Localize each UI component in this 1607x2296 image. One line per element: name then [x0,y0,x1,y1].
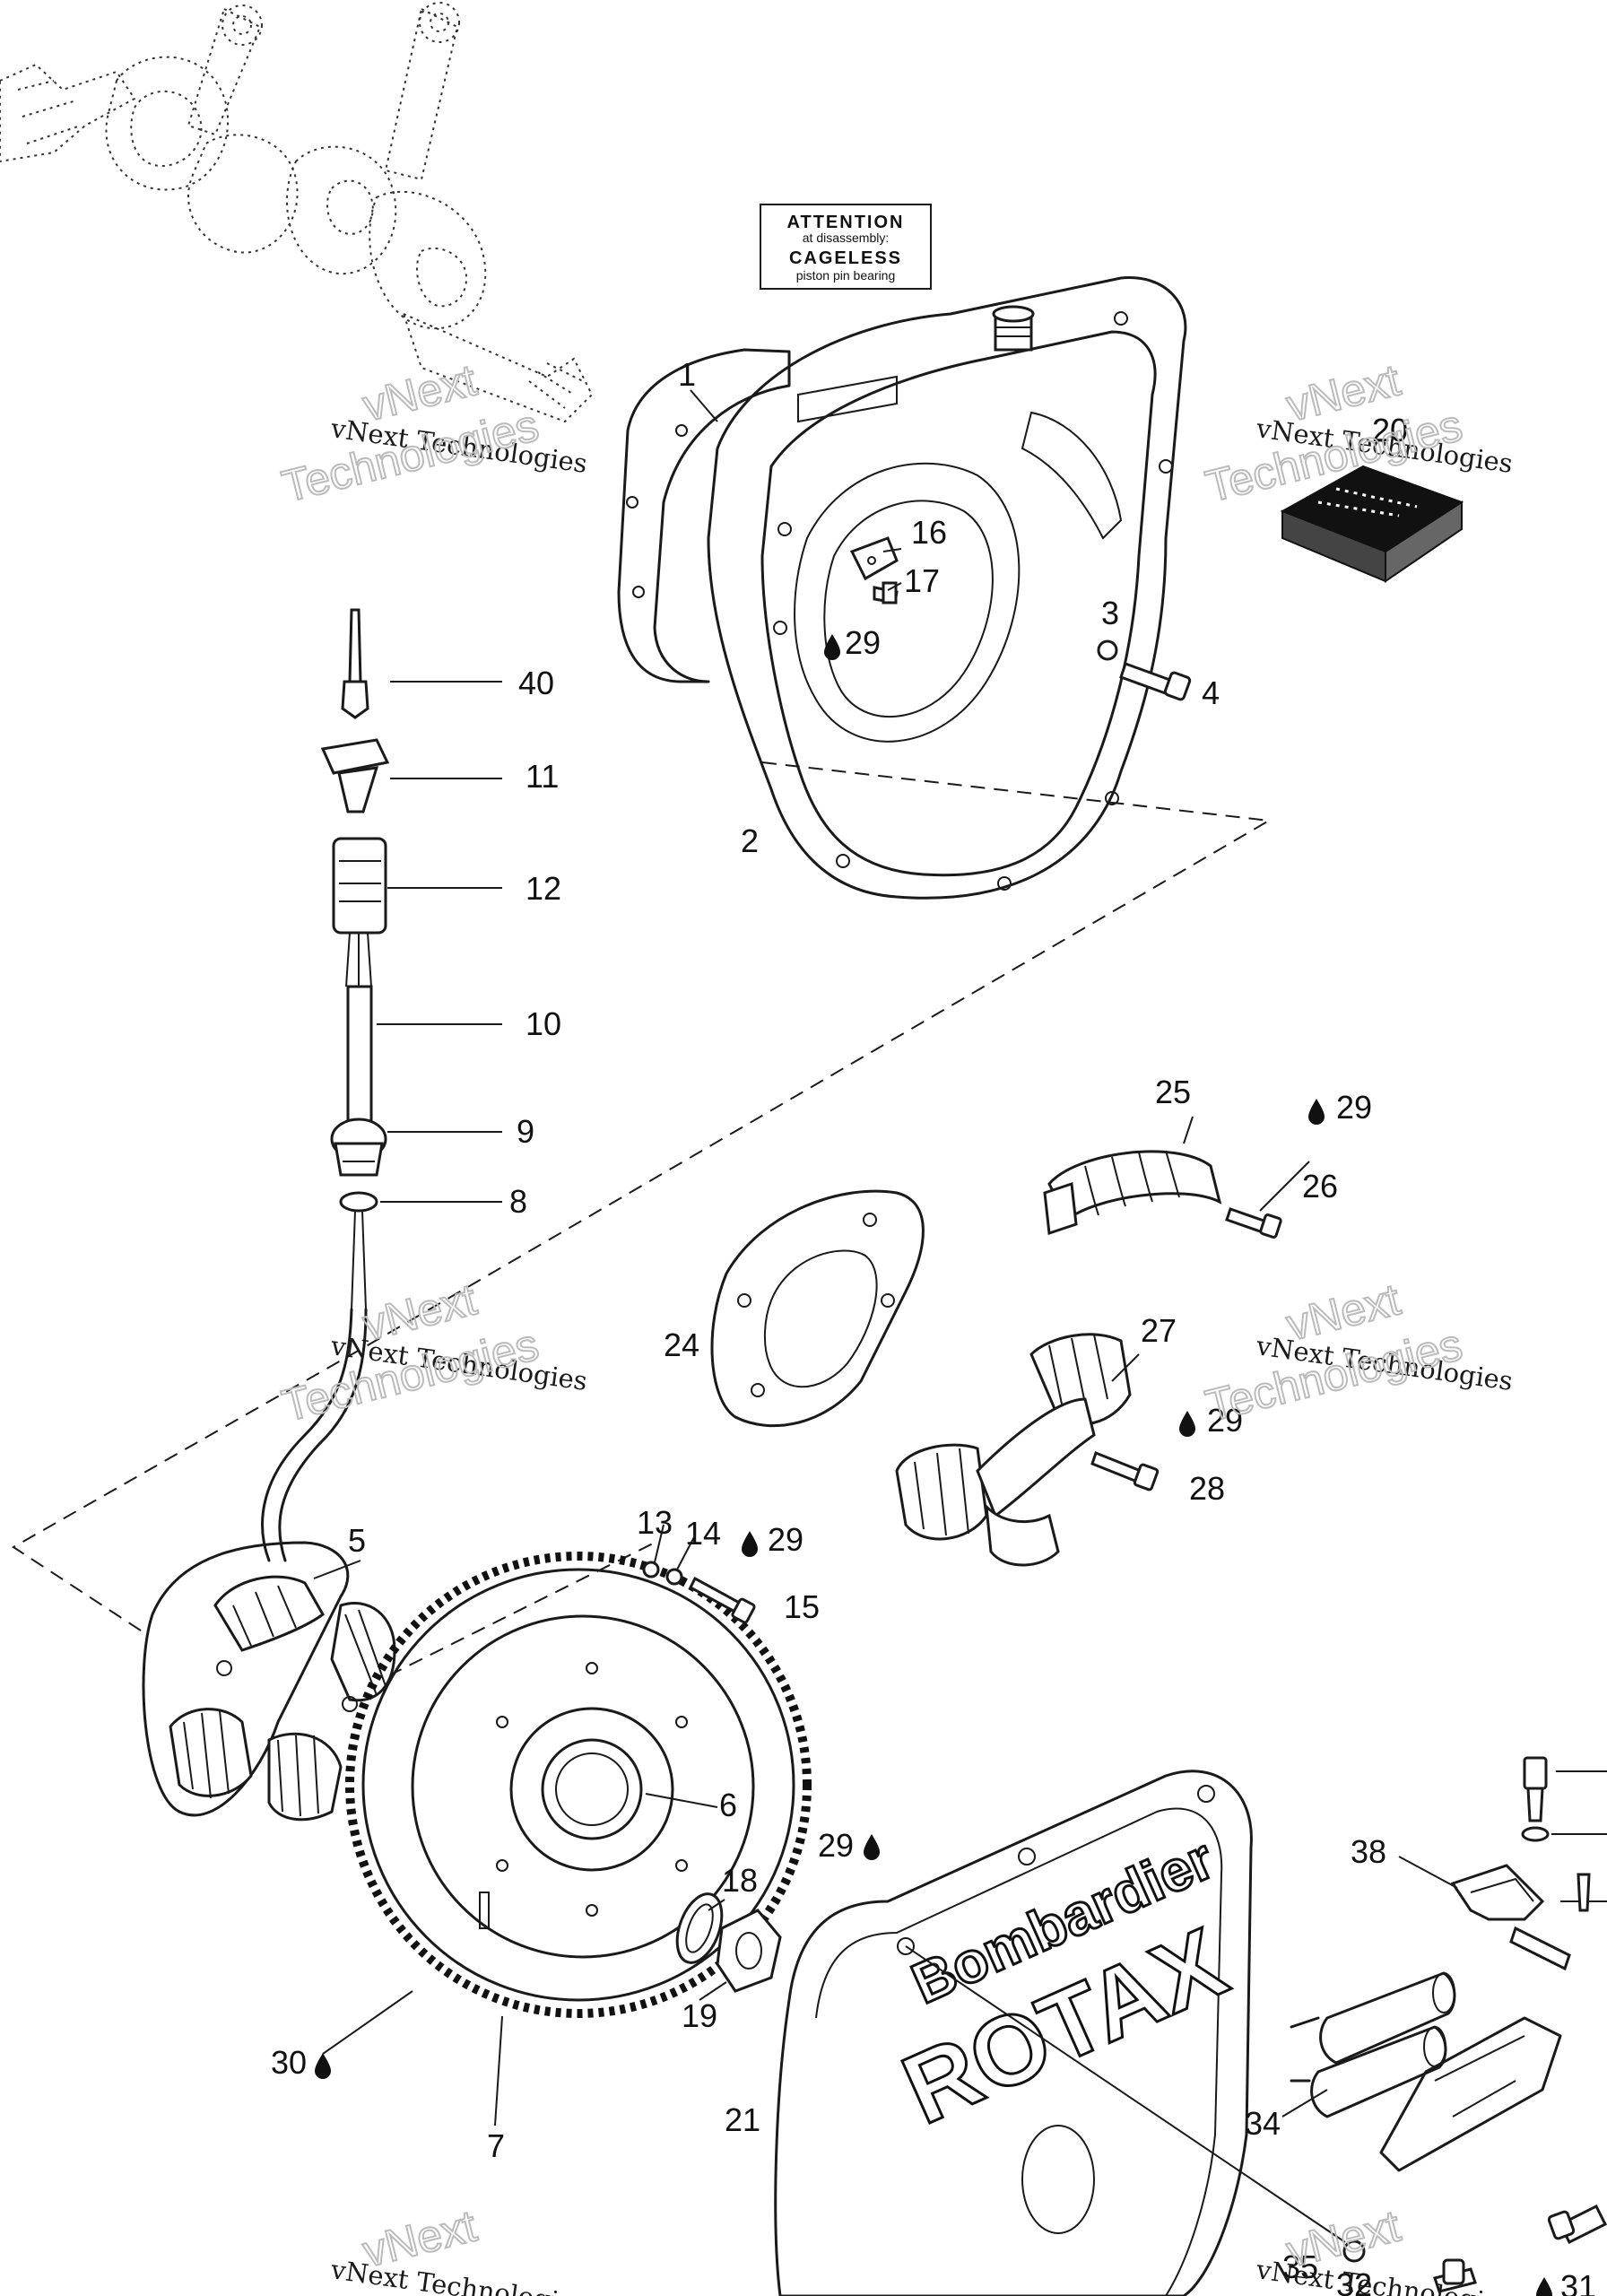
callout-27: 27 [1141,1312,1177,1349]
oil-drop-icon [1536,2277,1552,2296]
callout-5: 5 [348,1522,366,1559]
callout-25: 25 [1155,1074,1191,1110]
screw-4 [1119,662,1192,701]
oil-drop-icon [1179,1411,1195,1437]
notice-line-4: piston pin bearing [796,268,896,283]
coil-25 [1043,1150,1222,1236]
leader-lines-harness [377,681,502,1203]
watermark-e: vNext Technologies vNext [328,2199,589,2296]
pad-20 [1280,465,1464,583]
notice-line-1: ATTENTION [787,213,905,232]
harness-assembly [261,608,390,1562]
stator-5 [142,1541,396,1822]
attention-label: ATTENTION at disassembly: CAGELESS pisto… [760,204,932,290]
callout-4: 4 [1202,674,1220,711]
coil-assembly-27 [895,1333,1132,1567]
washer-14 [665,1568,683,1586]
callout-40: 40 [518,665,554,701]
callout-18: 18 [722,1862,758,1899]
callout-16: 16 [911,514,947,551]
callout-9: 9 [517,1113,534,1150]
leader-26 [1259,1161,1310,1212]
screw-15 [689,1576,756,1624]
oil-drop-icon [315,2053,331,2079]
tubes-34 [1290,1971,1456,2118]
bracket-38 [1450,1864,1545,1921]
callout-1: 1 [678,356,696,393]
bracket-plate [1379,2016,1562,2172]
leader-14 [676,1535,696,1570]
callout-8: 8 [509,1183,527,1220]
callout-12: 12 [526,870,561,907]
watermarks: vNext Technologies vNext Technologies vN… [276,353,1515,2296]
washer-18 [675,1892,724,1964]
callout-13: 13 [637,1504,673,1541]
leader-lines-misc [313,389,1458,2126]
callout-38: 38 [1351,1833,1386,1870]
callout-30: 30 [271,2044,307,2081]
screws-31-32 [1433,2204,1607,2293]
watermark-a: vNext Technologies vNext Technologies [276,353,589,512]
callout-15: 15 [784,1588,820,1625]
screw-26 [1225,1207,1282,1239]
callout-21: 21 [725,2101,760,2138]
screw-28 [1090,1451,1160,1492]
callout-29-b: 29 [1207,1402,1243,1439]
washer-35 [1342,2239,1366,2263]
notice-line-3: CAGELESS [789,248,902,268]
callout-35: 35 [1282,2248,1318,2285]
watermark-d: vNext Technologies vNext Technologies [1200,1273,1515,1431]
oil-drop-icon [864,1834,880,1860]
callout-20: 20 [1372,412,1408,448]
washer-3 [1097,639,1118,661]
callout-29-e: 29 [818,1827,854,1864]
notice-line-2: at disassembly: [803,230,889,245]
nut-19 [716,1909,782,1993]
crankshaft-assembly [0,2,594,423]
callout-29-a: 29 [1336,1089,1372,1126]
callout-14: 14 [685,1515,721,1552]
assembly-guide-lines [12,761,1273,1687]
callout-29-d: 29 [845,624,881,661]
leader-13 [654,1524,665,1563]
callout-labels: 1 2 3 4 5 6 7 8 9 10 11 12 13 14 15 16 1… [271,356,1596,2296]
watermark-c: vNext Technologies vNext Technologies [276,1273,589,1431]
flywheel-ring-gear [345,1552,812,2018]
stator-plate-24 [710,1189,925,1428]
callout-32: 32 [1336,2266,1372,2296]
callout-26: 26 [1302,1168,1338,1205]
callout-2: 2 [741,822,759,859]
callout-24: 24 [664,1326,699,1363]
oil-drop-icon [1308,1099,1325,1125]
magneto-housing [617,276,1187,900]
oil-drop-icon [824,634,840,660]
washer-13 [642,1561,660,1578]
callout-29-c: 29 [768,1521,804,1558]
small-plate-16 [849,536,899,581]
callout-28: 28 [1189,1470,1225,1507]
callout-7: 7 [487,2127,505,2164]
callout-11: 11 [526,758,559,795]
leader-cover-line [905,1945,1346,2243]
screw-17 [873,581,899,604]
callout-19: 19 [682,1997,717,2034]
bolt-stack-right [1509,1756,1607,1971]
callout-3: 3 [1101,595,1119,631]
callout-17: 17 [904,562,940,599]
oil-drop-icon [742,1531,758,1557]
callout-34: 34 [1245,2105,1281,2142]
callout-10: 10 [526,1005,561,1042]
callout-31: 31 [1560,2268,1596,2296]
callout-6: 6 [719,1787,737,1823]
